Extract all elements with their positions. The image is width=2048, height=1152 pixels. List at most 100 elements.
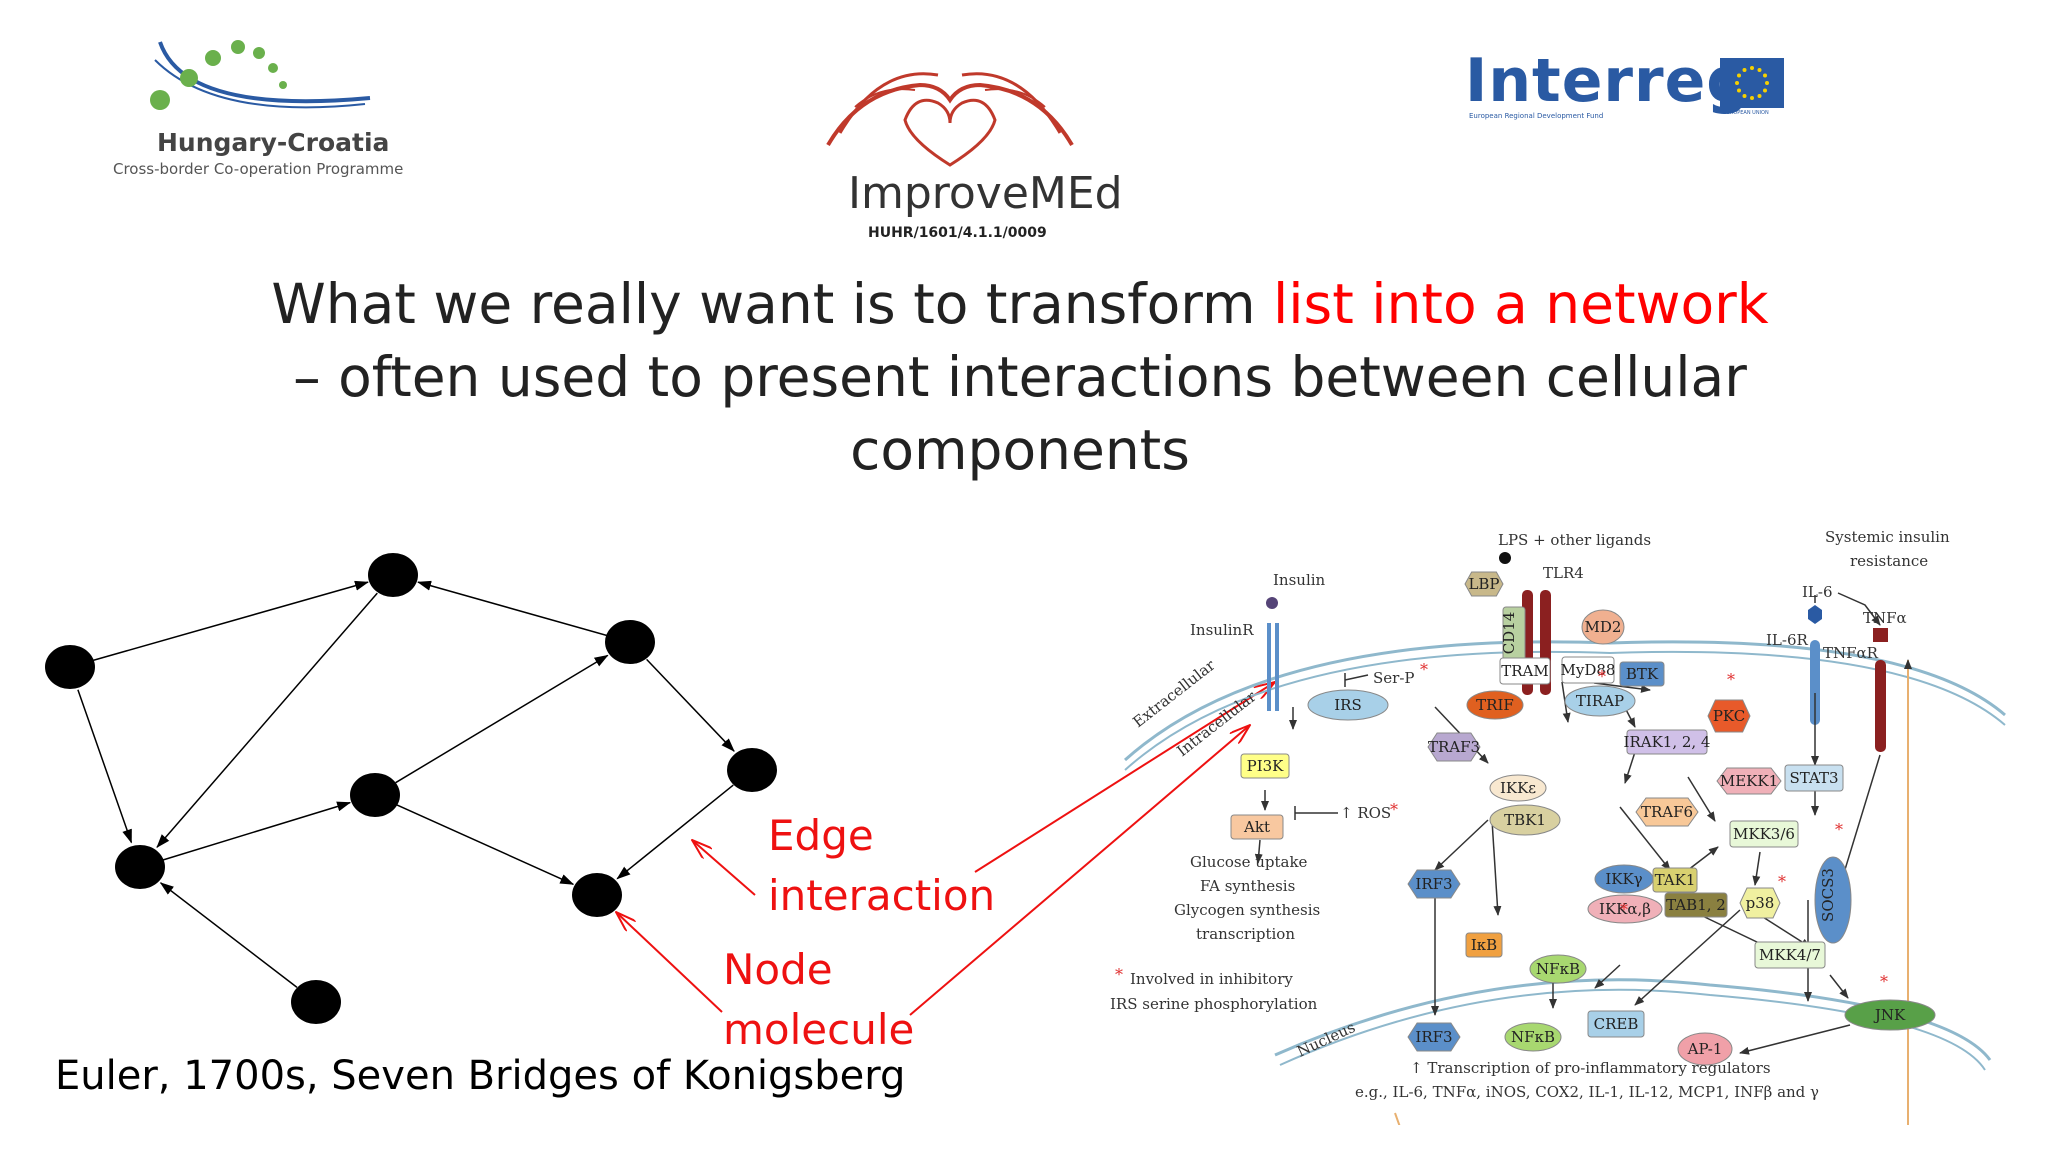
pathway-node-label: NFκB [1536,960,1580,978]
pathway-node-myd88: MyD88 [1561,656,1616,684]
pathway-node-label: CD14 [1500,612,1518,655]
network-node [115,845,165,889]
pw-footer-line-1: ↑ Transcription of pro-inflammatory regu… [1410,1059,1771,1077]
pathway-node-label: IKKε [1500,779,1536,797]
nucleus-membrane-inner [1279,988,1986,1071]
pathway-node-label: Akt [1243,818,1270,836]
pathway-node-jnk: JNK [1844,999,1936,1031]
eu-star-icon [1750,66,1754,70]
pathway-node-label: MKK4/7 [1759,946,1821,964]
edge-label-line-1: Edge [768,811,874,860]
pw-involved-line-1: Involved in inhibitory [1130,970,1293,988]
pw-lps-text: LPS + other ligands [1498,531,1651,549]
pw-il6r-text: IL-6R [1766,631,1808,649]
pathway-node-label: TRAM [1501,662,1549,680]
pathway-node-label: JNK [1873,1006,1906,1024]
hungary-croatia-logo-graphic [150,40,371,110]
insulin-receptor-left [1267,623,1271,711]
network-graph [45,553,777,1024]
node-label-line-2: molecule [723,1005,915,1054]
pathway-node-mkk36: MKK3/6 [1729,820,1799,848]
pw-asterisk: * [1620,900,1628,919]
network-node [727,748,777,792]
pathway-node-label: IκB [1471,936,1497,954]
eu-star-icon [1737,73,1741,78]
pw-ros-text: ↑ ROS [1340,804,1391,822]
network-edge [616,784,734,880]
pathway-node-label: TRAF3 [1428,738,1480,756]
edge-label-line-2: interaction [768,871,996,920]
tnfa-receptor [1875,660,1886,752]
pw-asterisk: * [1727,670,1735,689]
pw-asterisk: * [1390,800,1398,819]
eu-star-icon [1742,94,1747,98]
network-node [572,873,622,917]
network-edge [646,658,735,752]
network-node [45,645,95,689]
path-arrow [1623,751,1636,784]
pathway-node-irs: IRS [1307,689,1389,721]
pathway-node-label: MyD88 [1561,661,1616,679]
insulin-molecule-icon [1266,597,1278,609]
il6-molecule-icon [1808,605,1822,624]
path-arrow [1634,909,1741,1006]
network-edge [162,801,352,861]
pw-involved-line-2: IRS serine phosphorylation [1110,995,1318,1013]
hungary-croatia-logo-subtitle: Cross-border Co-operation Programme [113,160,404,178]
path-arrow [1687,776,1716,822]
pathway-node-p38: p38 [1739,887,1781,919]
pathway-node-socs3: SOCS3 [1814,856,1852,944]
path-arrow [1752,851,1761,886]
eu-star-icon [1765,81,1769,85]
pathway-node-label: IKKγ [1605,870,1642,888]
pw-tnfar-text: TNFαR [1823,644,1879,662]
network-node [368,553,418,597]
euler-caption: Euler, 1700s, Seven Bridges of Konigsber… [55,1053,906,1099]
lps-molecule-icon [1499,552,1511,564]
path-arrow [1254,839,1263,864]
pw-asterisk: * [1835,820,1843,839]
edge-label: Edge interaction [768,806,995,926]
slide-title-line-1: What we really want is to transform list… [200,268,1840,341]
pathway-node-label: IRS [1334,696,1362,714]
tnfa-molecule-icon [1873,628,1888,642]
pw-glucose-text: Glucose uptake [1190,853,1308,871]
pw-serp-text: Ser-P [1373,669,1414,687]
pw-nucleus-text: Nucleus [1294,1018,1358,1061]
pathway-node-nfkbn: NFκB [1504,1022,1562,1052]
network-edge [395,654,609,784]
path-arrow [1739,1024,1851,1055]
pathway-node-mkk47: MKK4/7 [1754,941,1826,969]
inhibit-line [1344,674,1369,681]
eu-star-icon [1763,88,1767,93]
pathway-node-label: IRF3 [1415,875,1452,893]
eu-star-icon [1763,73,1767,78]
pw-intracellular-text: Intracellular [1173,687,1260,760]
pathway-node-label: LBP [1468,575,1499,593]
improvemed-logo-code: HUHR/1601/4.1.1/0009 [868,225,1047,241]
pathway-node-tbk1: TBK1 [1489,804,1561,836]
pathway-node-label: TBK1 [1504,811,1546,829]
pathway-node-label: IRAK1, 2, 4 [1624,733,1711,751]
interreg-logo-subtitle: European Regional Development Fund [1469,112,1604,120]
pw-asterisk: * [1880,972,1888,991]
pathway-node-label: NFκB [1511,1028,1555,1046]
pw-glycogen-text: Glycogen synthesis [1174,901,1320,919]
pathway-node-label: AP-1 [1687,1040,1723,1058]
pathway-node-tirap: TIRAP [1564,685,1636,717]
pathway-node-ikb: IκB [1465,932,1503,958]
path-arrow [1829,974,1849,999]
pw-footer-line-2: e.g., IL-6, TNFα, iNOS, COX2, IL-1, IL-1… [1355,1083,1819,1101]
pw-transcription-text: transcription [1196,925,1295,943]
pathway-node-label: SOCS3 [1819,868,1837,922]
pw-asterisk: * [1420,660,1428,679]
network-edge [92,580,369,662]
pw-asterisk: * [1778,872,1786,891]
pathway-node-label: STAT3 [1789,769,1838,787]
hungary-croatia-logo-title: Hungary-Croatia [157,128,390,157]
title-text-start: What we really want is to transform [271,272,1273,336]
improvemed-logo-graphic [826,72,1074,167]
network-node [291,980,341,1024]
eu-star-icon [1750,96,1754,100]
pathway-node-ap1: AP-1 [1677,1032,1733,1066]
